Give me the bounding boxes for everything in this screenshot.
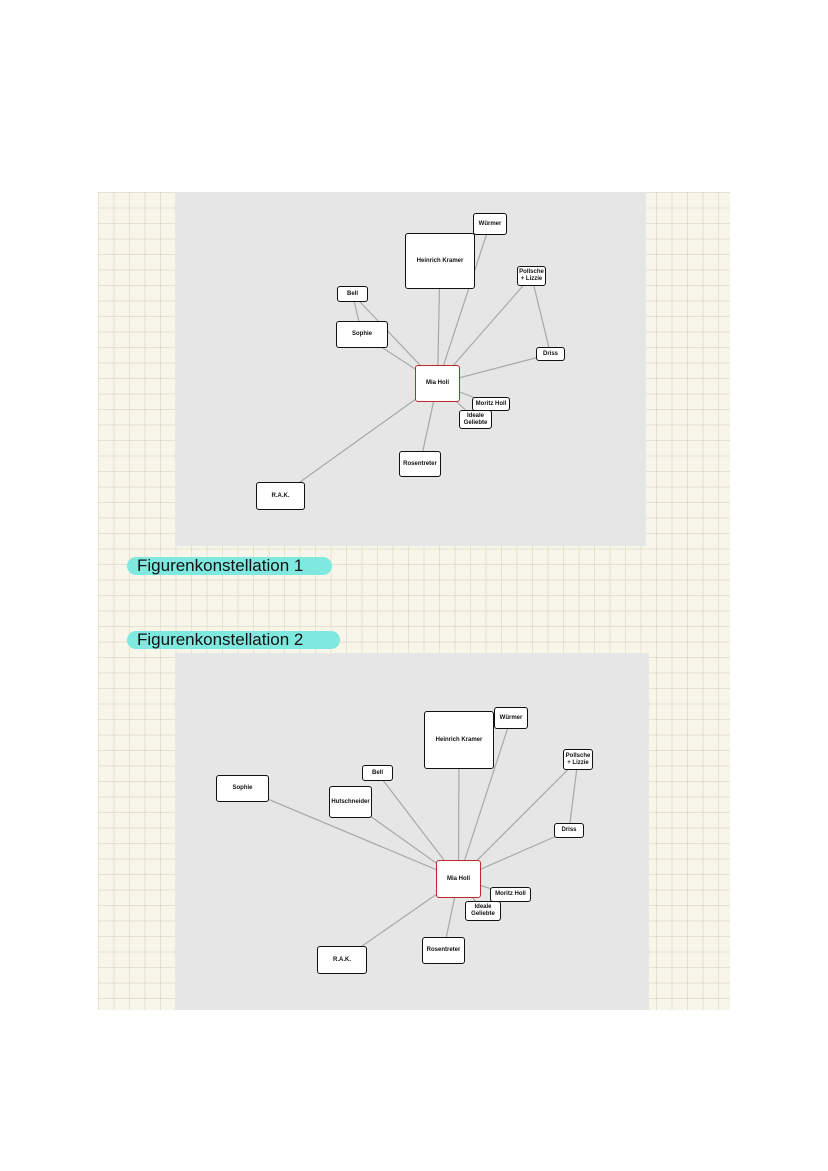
link-mia-wurmer (436, 223, 491, 384)
node-pollsche: Pollsche + Lizzie (517, 266, 546, 286)
node-wurmer: Würmer (473, 213, 507, 235)
node-hutschneider: Hutschneider (329, 786, 372, 818)
link-mia-rak (280, 383, 438, 497)
link-pollsche-driss (568, 759, 579, 831)
node-rak: R.A.K. (256, 482, 305, 510)
node-driss: Driss (536, 347, 565, 361)
node-bell: Bell (337, 286, 368, 302)
link-mia-sophie (242, 787, 459, 880)
caption-figurenkonstellation-2: Figurenkonstellation 2 (127, 631, 340, 649)
node-wurmer: Würmer (494, 707, 528, 729)
node-ideale: Ideale Geliebte (459, 410, 492, 429)
node-sophie: Sophie (216, 775, 269, 802)
caption-figurenkonstellation-1: Figurenkonstellation 1 (127, 557, 332, 575)
link-pollsche-driss (530, 275, 552, 355)
node-rosentreter: Rosentreter (422, 937, 465, 964)
node-driss: Driss (554, 823, 584, 838)
node-mia: Mia Holl (415, 365, 460, 402)
node-sophie: Sophie (336, 321, 388, 348)
link-mia-wurmer (457, 717, 512, 880)
node-kramer: Heinrich Kramer (405, 233, 475, 289)
node-bell: Bell (362, 765, 393, 781)
node-mia: Mia Holl (436, 860, 481, 898)
node-kramer: Heinrich Kramer (424, 711, 494, 769)
link-mia-pollsche (458, 759, 579, 880)
node-moritz: Moritz Holl (490, 887, 531, 902)
node-ideale: Ideale Geliebte (465, 901, 501, 921)
node-pollsche: Pollsche + Lizzie (563, 749, 593, 770)
node-rak: R.A.K. (317, 946, 367, 974)
node-moritz: Moritz Holl (472, 397, 510, 411)
node-rosentreter: Rosentreter (399, 451, 441, 477)
